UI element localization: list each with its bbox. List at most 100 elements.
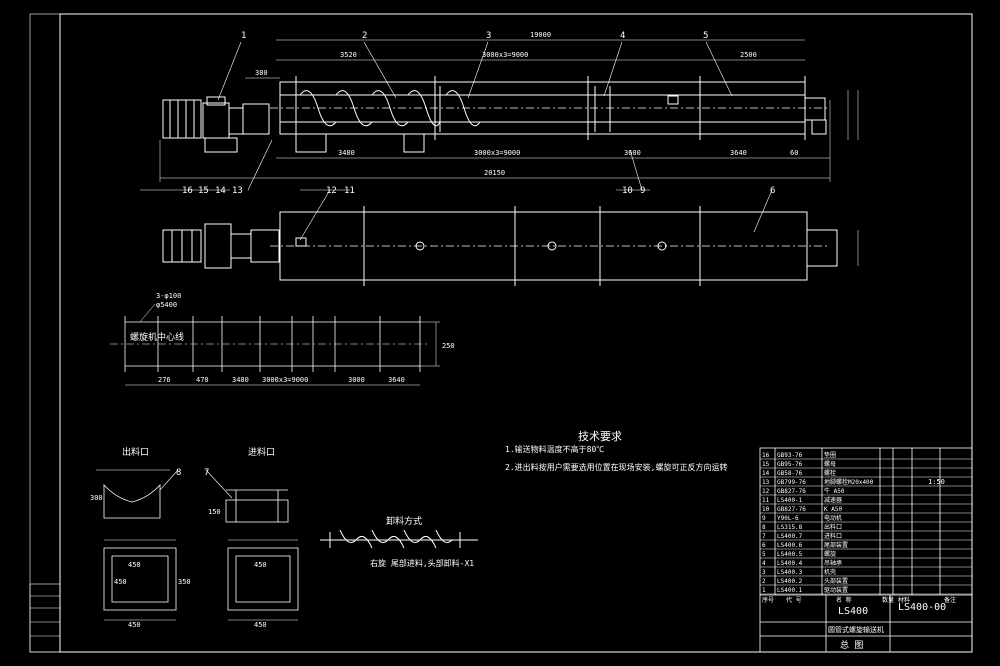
parts-cell-name: 螺母: [824, 460, 836, 468]
parts-cell-code: LS400.3: [777, 569, 803, 576]
tb-header-code: 代 号: [786, 596, 802, 604]
plan-dim-250: 250: [442, 342, 455, 350]
balloon-15: 15: [198, 186, 209, 196]
annotation-texts: 螺旋机中心线 技术要求 1.输送物料温度不高于80℃ 2.进出料按用户需要选用位…: [122, 331, 727, 568]
side-stamp-table: [29, 583, 61, 653]
balloon-3: 3: [486, 31, 491, 41]
dim-total: 20150: [484, 169, 505, 177]
parts-cell-name: 驱动装置: [824, 586, 848, 594]
unload-note: 右旋 尾部进料,头部卸料-X1: [370, 558, 474, 568]
tb-drawing-no: LS400-00: [898, 602, 946, 613]
parts-cell-no: 4: [762, 560, 766, 567]
parts-cell-code: GB93-76: [777, 452, 803, 459]
dim-3640: 3640: [730, 149, 747, 157]
balloon-4: 4: [620, 31, 625, 41]
parts-cell-no: 5: [762, 551, 766, 558]
title-block: [759, 447, 973, 653]
parts-cell-no: 8: [762, 524, 766, 531]
feed-detail: [225, 489, 299, 621]
parts-cell-no: 7: [762, 533, 766, 540]
parts-cell-name: K A50: [824, 506, 842, 513]
parts-cell-no: 6: [762, 542, 766, 549]
dim-3000x3-top: 3000x3=9000: [482, 51, 528, 59]
parts-cell-code: LS400.5: [777, 551, 803, 558]
dim-380: 380: [255, 69, 268, 77]
parts-cell-name: 进料口: [824, 532, 842, 540]
parts-cell-name: 机壳: [824, 568, 836, 576]
parts-cell-code: LS400.6: [777, 542, 803, 549]
dis-dim-450a: 450: [128, 561, 141, 569]
inner-border: [29, 13, 973, 653]
balloon-8: 8: [176, 468, 181, 478]
parts-cell-name: 螺旋: [824, 550, 836, 558]
parts-cell-name: 牛 A50: [824, 487, 845, 495]
plan-view: [162, 206, 859, 286]
parts-cell-name: 螺栓: [824, 469, 836, 477]
balloon-12: 12: [326, 186, 337, 196]
plan-dim-3480: 3480: [232, 376, 249, 384]
tb-sheet-title: 总 图: [840, 639, 863, 651]
parts-cell-code: LS315.8: [777, 524, 803, 531]
dimension-texts: 19000 3520 3000x3=9000 2500 380 3480 300…: [90, 31, 798, 629]
balloon-14: 14: [215, 186, 226, 196]
plan-dim-276: 276: [158, 376, 171, 384]
parts-cell-code: Y90L-6: [777, 515, 799, 522]
feed-dim-150: 150: [208, 508, 221, 516]
feed-dim-450a: 450: [254, 561, 267, 569]
tb-product-name: 圆管式螺旋输送机: [828, 625, 884, 634]
parts-cell-name: 尾部装置: [824, 541, 848, 549]
centerline-label: 螺旋机中心线: [130, 331, 184, 343]
tech-req-title: 技术要求: [578, 430, 622, 443]
parts-cell-code: GB95-76: [777, 461, 803, 468]
balloon-labels: 1 2 3 4 5 16 15 14 13 12 11 10 9 6 8 7: [176, 31, 775, 478]
dim-3480: 3480: [338, 149, 355, 157]
dis-dim-450b: 450: [128, 621, 141, 629]
tech-req-1: 1.输送物料温度不高于80℃: [505, 444, 604, 454]
parts-cell-no: 9: [762, 515, 766, 522]
balloon-9: 9: [640, 186, 645, 196]
parts-cell-code: GB827-76: [777, 488, 806, 495]
dim-60: 60: [790, 149, 798, 157]
parts-cell-code: LS400.1: [777, 587, 803, 594]
balloon-7: 7: [204, 468, 209, 478]
feed-label: 进料口: [248, 446, 275, 458]
elevation-view: [159, 39, 859, 182]
parts-cell-no: 13: [762, 479, 770, 486]
dis-dim-450c: 450: [114, 578, 127, 586]
parts-cell-no: 10: [762, 506, 770, 513]
parts-cell-name: 吊轴承: [824, 559, 842, 567]
hole-note: 3-φ100: [156, 292, 181, 300]
plan-dim-470: 470: [196, 376, 209, 384]
dim-3600: 3600: [624, 149, 641, 157]
parts-cell-name: 头部装置: [824, 577, 848, 585]
dim-overall: 19000: [530, 31, 551, 39]
parts-cell-name: 减速器: [824, 496, 842, 504]
balloon-13: 13: [232, 186, 243, 196]
parts-cell-no: 14: [762, 470, 770, 477]
dim-2500: 2500: [740, 51, 757, 59]
plan-dim-3000x3: 3000x3=9000: [262, 376, 308, 384]
tb-model: LS400: [838, 606, 868, 617]
balloon-10: 10: [622, 186, 633, 196]
parts-cell-no: 11: [762, 497, 770, 504]
title-block-texts: LS400 LS400-00 圆管式螺旋输送机 总 图 1:50 序号 代 号 …: [762, 478, 956, 651]
balloon-1: 1: [241, 31, 246, 41]
plan-dim-3640: 3640: [388, 376, 405, 384]
parts-cell-code: LS400.7: [777, 533, 803, 540]
parts-cell-code: LS400.2: [777, 578, 803, 585]
tb-header-note: 备注: [944, 596, 956, 604]
parts-cell-no: 15: [762, 461, 770, 468]
tb-scale: 1:50: [928, 478, 945, 486]
balloon-6: 6: [770, 186, 775, 196]
tb-header-qty: 数量: [882, 596, 894, 604]
parts-cell-code: LS400-1: [777, 497, 803, 504]
parts-cell-name: 垫圈: [824, 451, 836, 459]
parts-cell-code: LS400.4: [777, 560, 803, 567]
dim-3000x3-bot: 3000x3=9000: [474, 149, 520, 157]
parts-cell-no: 3: [762, 569, 766, 576]
parts-cell-code: GB827-76: [777, 506, 806, 513]
parts-cell-no: 2: [762, 578, 766, 585]
balloon-16: 16: [182, 186, 193, 196]
tb-header-material: 材料: [898, 596, 910, 604]
